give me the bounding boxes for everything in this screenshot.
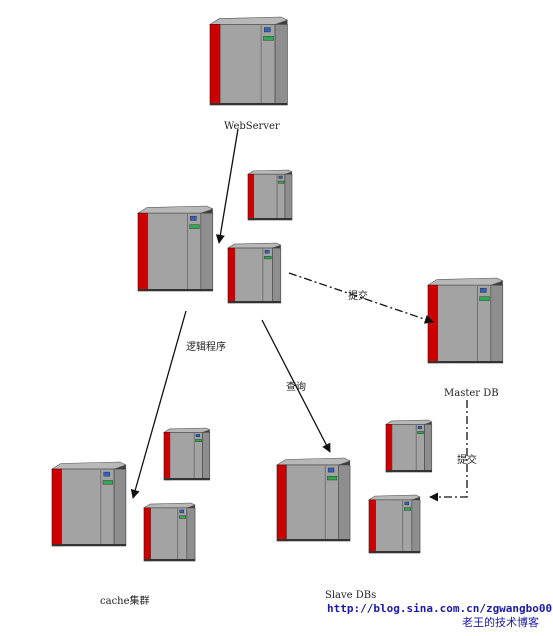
logic-server-icon-main xyxy=(136,205,214,292)
watermark-caption: 老王的技术博客 xyxy=(462,615,539,629)
slave-server-icon-back xyxy=(384,419,433,473)
edge-logic-to-cache xyxy=(130,310,187,499)
cache-server-icon-back xyxy=(162,427,211,481)
edge-label-submit-master-slave: 提交 xyxy=(457,453,477,466)
edge-webserver-to-logic xyxy=(215,128,239,244)
webserver-server-icon xyxy=(208,16,289,106)
slave-label: Slave DBs xyxy=(325,590,376,601)
slave-server-icon-small xyxy=(367,494,421,554)
edge-label-query-slave: 查询 xyxy=(286,380,306,393)
master-db-label: Master DB xyxy=(444,388,499,399)
logic-server-icon-small xyxy=(226,242,282,304)
webserver-label: WebServer xyxy=(224,121,280,132)
logic-server-icon-back xyxy=(246,169,293,221)
slave-server-icon-main xyxy=(275,457,351,542)
cache-label: cache集群 xyxy=(100,594,150,607)
edge-label-submit-logic-master: 提交 xyxy=(348,289,368,302)
master-db-server-icon xyxy=(426,277,504,364)
logic-label: 逻辑程序 xyxy=(186,340,226,353)
cache-server-icon-small xyxy=(142,502,196,562)
edge-logic-to-master xyxy=(288,272,434,324)
edge-master-to-slave xyxy=(429,400,468,502)
watermark-url[interactable]: http://blog.sina.com.cn/zgwangbo001 xyxy=(327,602,553,615)
edge-logic-to-slave xyxy=(261,319,331,453)
cache-server-icon-main xyxy=(50,461,127,547)
